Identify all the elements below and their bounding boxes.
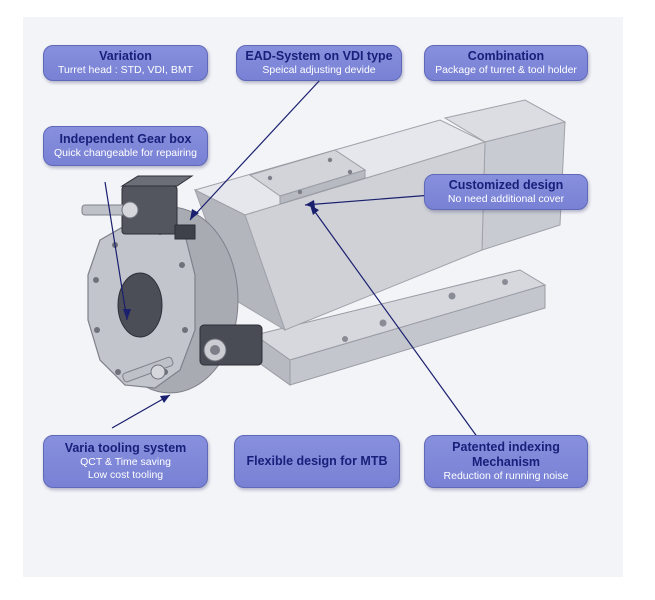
callout-title: Combination [467,49,545,63]
callout-title: Mechanism [471,455,541,469]
leader-patented [309,204,479,439]
callout-title: EAD-System on VDI type [245,49,393,63]
callout-independent-gear-box: Independent Gear box Quick changeable fo… [43,126,208,166]
base-plate-side [289,284,546,386]
callout-text: Reduction of running noise [443,470,569,482]
callout-title: Varia tooling system [64,441,187,455]
leader-customized [304,194,433,206]
callout-title: Flexible design for MTB [246,454,388,468]
callout-text: Speical adjusting devide [262,64,376,76]
callout-patented-indexing: Patented indexing Mechanism Reduction of… [424,435,588,488]
callout-title: Independent Gear box [59,132,192,146]
callout-varia-tooling-system: Varia tooling system QCT & Time saving L… [43,435,208,488]
callout-title: Variation [99,49,152,63]
callout-text: Package of turret & tool holder [435,64,577,76]
callout-flexible-design: Flexible design for MTB [234,435,400,488]
callout-text: No need additional cover [447,193,565,205]
leader-ead [189,79,321,221]
callout-text: QCT & Time saving [80,456,171,468]
callout-text: Low cost tooling [87,469,164,481]
callout-variation: Variation Turret head : STD, VDI, BMT [43,45,208,81]
callout-ead-system: EAD-System on VDI type Speical adjusting… [236,45,402,81]
callout-text: Quick changeable for repairing [53,147,197,159]
callout-title: Patented indexing [452,440,560,454]
leader-varia [111,394,171,429]
callout-title: Customized design [448,178,564,192]
leader-gearbox [104,181,128,321]
callout-combination: Combination Package of turret & tool hol… [424,45,588,81]
callout-customized-design: Customized design No need additional cov… [424,174,588,210]
callout-text: Turret head : STD, VDI, BMT [58,64,193,76]
turret-bore [117,272,163,338]
